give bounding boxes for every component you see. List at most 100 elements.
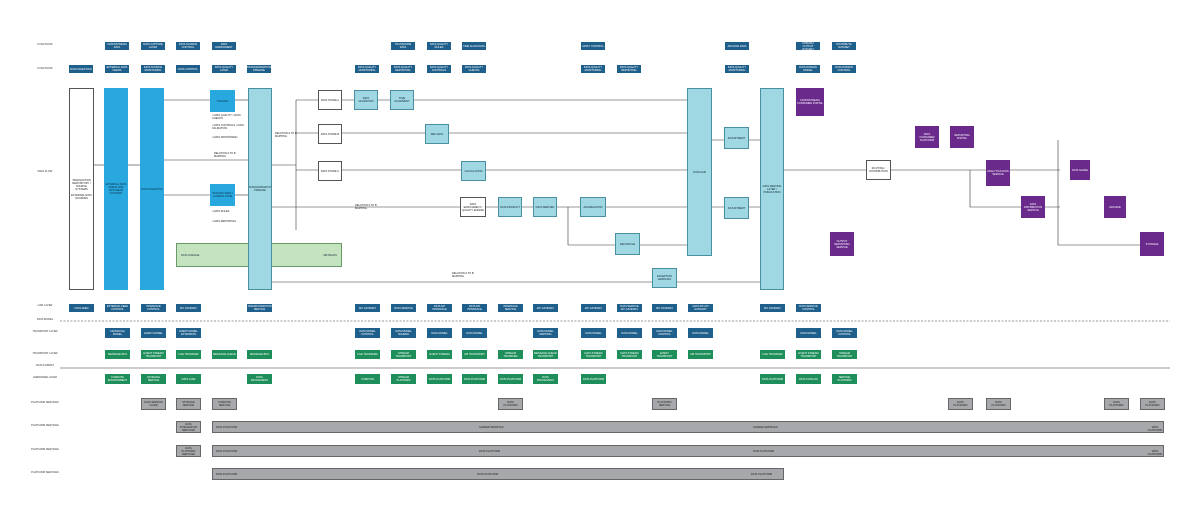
staging-area-box[interactable]: STAGING AREA / LANDING ZONE: [210, 184, 235, 206]
function-box[interactable]: DISTRIBUTE DATASET: [832, 42, 856, 50]
data-model-box[interactable]: DATA MODEL CONTROL: [355, 328, 380, 338]
validate-box[interactable]: DATA VALIDATION: [354, 90, 378, 110]
hardware-box[interactable]: DATA PLATFORM: [427, 374, 452, 384]
data-model-box[interactable]: DATA MODEL: [688, 328, 713, 338]
purple-output-box[interactable]: DOWNSTREAM CONSUMER PORTAL: [796, 88, 824, 116]
data-model-box[interactable]: EVENT MODEL EXTENSION: [176, 328, 201, 338]
platform-services-row-2-lead[interactable]: DATA PLATFORM SERVICES: [176, 445, 201, 457]
purple-output-box[interactable]: STORAGE: [1140, 232, 1164, 256]
derived-box[interactable]: DATA DERIVED: [533, 197, 557, 217]
adjustment-box-1[interactable]: ADJUSTMENT: [724, 127, 749, 149]
function-box[interactable]: DATA QUALITY MONITORING: [581, 65, 605, 73]
store-b-box[interactable]: DATA STORE B: [318, 124, 342, 144]
exception-box[interactable]: EXCEPTION HANDLING: [652, 268, 677, 288]
platform-box[interactable]: DATA PLATFORM: [986, 398, 1011, 410]
ref-data-box[interactable]: REF DATA: [425, 124, 449, 144]
platform-box[interactable]: PLATFORM SERVICE: [652, 398, 677, 410]
product-box[interactable]: DATA PRODUCT: [498, 197, 522, 217]
platform-box[interactable]: DATA PLATFORM: [498, 398, 523, 410]
function-box[interactable]: TIME ALIGN DATA: [462, 42, 486, 50]
link-layer-box[interactable]: DATA SERVICE API GATEWAY: [617, 304, 642, 312]
hardware-box[interactable]: COMPUTE ENVIRONMENT: [105, 374, 130, 384]
transport-box[interactable]: EVENT STREAM TRANSPORT: [796, 350, 821, 359]
transport-box[interactable]: STREAM TRANSFER: [498, 350, 523, 359]
purple-output-box[interactable]: ANALYTICS DATA SERVICE: [986, 160, 1010, 186]
data-model-box[interactable]: DATA MODEL MAPPING: [533, 328, 558, 338]
transport-box[interactable]: FILE TRANSFER: [176, 350, 201, 359]
transport-box[interactable]: EVENT STREAM: [427, 350, 452, 359]
function-box[interactable]: TRANSFORMATION PIPELINE: [247, 65, 271, 73]
purple-output-box[interactable]: DATA CONSUMER PLATFORM: [915, 126, 939, 148]
link-layer-box[interactable]: API GATEWAY: [176, 304, 201, 312]
serving-box[interactable]: DATA SERVING LAYER / PUBLICATION: [760, 88, 784, 290]
function-box[interactable]: DATA QUALITY LAYER: [212, 65, 236, 73]
transport-box[interactable]: EVENT TRANSPORT: [652, 350, 677, 359]
transport-box[interactable]: MESSAGE QUEUE TRANSPORT: [533, 350, 558, 359]
platform-box[interactable]: STORAGE SERVICE: [176, 398, 201, 410]
function-box[interactable]: DATA QUALITY REPORTING: [617, 65, 641, 73]
external-feeds-box[interactable]: EXTERNAL DATA FEEDS AND UPSTREAM SYSTEMS: [104, 88, 128, 290]
link-layer-box[interactable]: EXTERNAL FEED CONTROL: [105, 304, 130, 312]
link-layer-box[interactable]: DATA API INTERFACE: [462, 304, 487, 312]
data-model-box[interactable]: EVENT MODEL: [141, 328, 166, 338]
function-box[interactable]: DATA QUALITY REPORTING: [391, 65, 415, 73]
hardware-box[interactable]: SERVICE PLATFORM: [832, 374, 857, 384]
function-box[interactable]: DATA CAPTURE LAYER: [141, 42, 165, 50]
ingestion-hub-box[interactable]: DATA INGESTION: [140, 88, 164, 290]
function-box[interactable]: DOWNSTREAM DATA: [105, 42, 129, 50]
hardware-box[interactable]: DATA PROCESSING: [247, 374, 272, 384]
data-model-box[interactable]: DATA MODEL: [581, 328, 606, 338]
hardware-box[interactable]: DATA PROCESSING: [533, 374, 558, 384]
function-box[interactable]: PUBLISH OUTPUT DATASET: [796, 42, 820, 50]
function-box[interactable]: TRANSFORM DATA: [391, 42, 415, 50]
hub-box[interactable]: DATA HUB: [687, 88, 712, 256]
link-layer-box[interactable]: TRANSFORMATION SERVICE: [247, 304, 272, 312]
enrichment-box[interactable]: DATA ENRICHMENT / QUALITY ENGINE: [460, 197, 486, 217]
function-box[interactable]: DATA DOMAIN CONTROL: [832, 65, 856, 73]
function-box[interactable]: DATA SOURCE MONITORING: [141, 65, 165, 73]
platform-box[interactable]: DATA SERVICE LAYER: [141, 398, 166, 410]
purple-output-box[interactable]: OUTPUT REPORTING SERVICE: [830, 232, 854, 256]
link-layer-box[interactable]: DATA FEED: [69, 304, 94, 312]
link-layer-box[interactable]: API GATEWAY: [533, 304, 558, 312]
function-box[interactable]: DATA QUALITY RULES: [427, 42, 451, 50]
hardware-box[interactable]: DATA PLATFORM: [581, 374, 606, 384]
function-box[interactable]: DATA SOURCE CONTROL: [176, 42, 200, 50]
transport-box[interactable]: DATA STREAM TRANSPORT: [581, 350, 606, 359]
function-box[interactable]: DATA QUALITY MONITORING: [725, 65, 749, 73]
transport-box[interactable]: MESSAGE QUEUE: [212, 350, 237, 359]
platform-box[interactable]: COMPUTE SERVICE: [212, 398, 237, 410]
purple-output-box[interactable]: REPORTING PORTAL: [950, 126, 974, 148]
hardware-box[interactable]: DATA LAKE: [176, 374, 201, 384]
transport-box[interactable]: DATA STREAM TRANSPORT: [617, 350, 642, 359]
transport-box[interactable]: MESSAGE BUS: [247, 350, 272, 359]
transport-box[interactable]: STREAM TRANSPORT: [391, 350, 416, 359]
data-model-box[interactable]: DATA MODEL: [462, 328, 487, 338]
purple-output-box[interactable]: DATA DISTRIBUTION SERVICE: [1021, 196, 1045, 218]
purple-output-box[interactable]: DATA SHARE: [1070, 160, 1090, 180]
data-model-box[interactable]: CANONICAL MODEL: [105, 328, 130, 338]
hardware-box[interactable]: STORAGE SERVICE: [141, 374, 166, 384]
staging-box[interactable]: STAGING: [210, 90, 235, 112]
function-box[interactable]: DATA DOMAIN MODEL: [796, 65, 820, 73]
function-box[interactable]: ARCHIVE DATA: [725, 42, 749, 50]
function-box[interactable]: EXTERNAL DATA FEEDS: [105, 65, 129, 73]
link-layer-box[interactable]: INTERFACE SERVICE: [498, 304, 523, 312]
store-a-box[interactable]: DATA STORE A: [318, 90, 342, 110]
hardware-box[interactable]: DATA PLATFORM: [462, 374, 487, 384]
transport-box[interactable]: API TRANSPORT: [688, 350, 713, 359]
align-box[interactable]: TIME ALIGNMENT: [390, 90, 414, 110]
function-box[interactable]: DATA QUALITY MONITORING: [355, 65, 379, 73]
transform-box[interactable]: TRANSFORMATION PIPELINE: [248, 88, 272, 290]
hardware-box[interactable]: COMPUTE: [355, 374, 380, 384]
transport-box[interactable]: API TRANSPORT: [462, 350, 487, 359]
transport-box[interactable]: FILE TRANSFER: [760, 350, 785, 359]
transport-box[interactable]: EVENT STREAM TRANSPORT: [141, 350, 166, 359]
hardware-box[interactable]: STREAM PLATFORM: [391, 374, 416, 384]
transport-box[interactable]: MESSAGE BUS: [105, 350, 130, 359]
link-layer-box[interactable]: API GATEWAY: [581, 304, 606, 312]
platform-box[interactable]: DATA PLATFORM: [948, 398, 973, 410]
function-box[interactable]: DATA ENRICHMENT: [212, 42, 236, 50]
